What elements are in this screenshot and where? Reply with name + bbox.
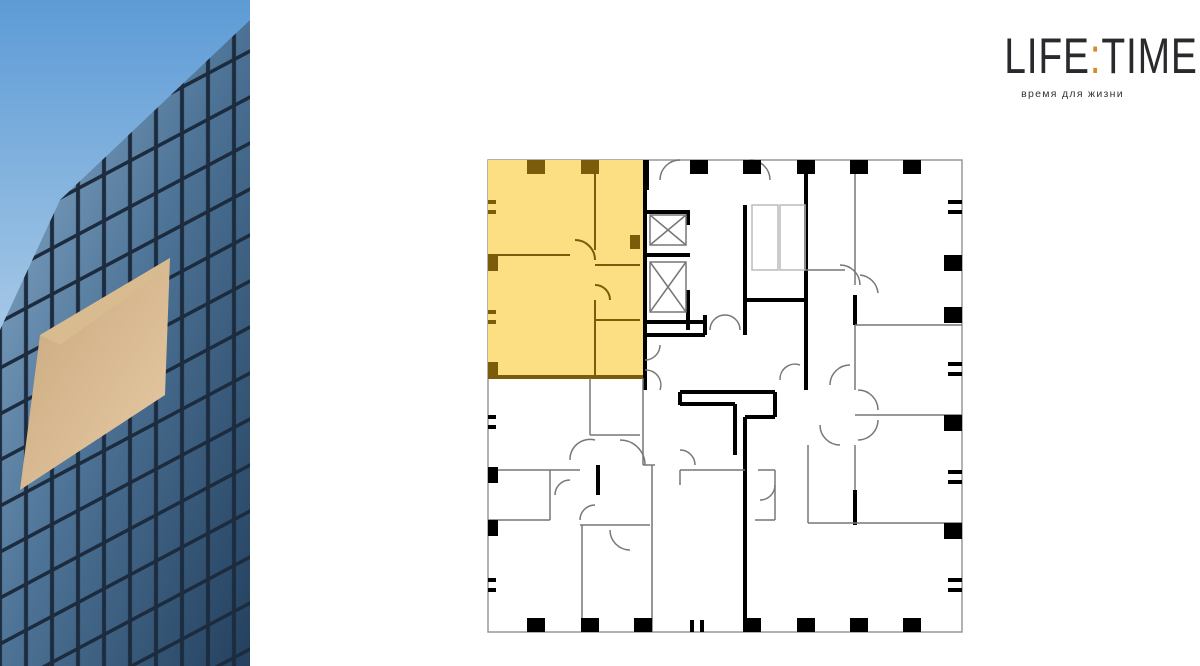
- building-photo: [0, 0, 250, 666]
- floor-plan: [487, 159, 963, 633]
- lifetime-logo[interactable]: LIFE:TIME время для жизни: [985, 28, 1198, 100]
- logo-wordmark: LIFE:TIME: [1004, 28, 1198, 84]
- selected-apartment[interactable]: [488, 160, 643, 378]
- building-outline: [487, 159, 963, 633]
- logo-tagline: время для жизни: [1021, 88, 1124, 100]
